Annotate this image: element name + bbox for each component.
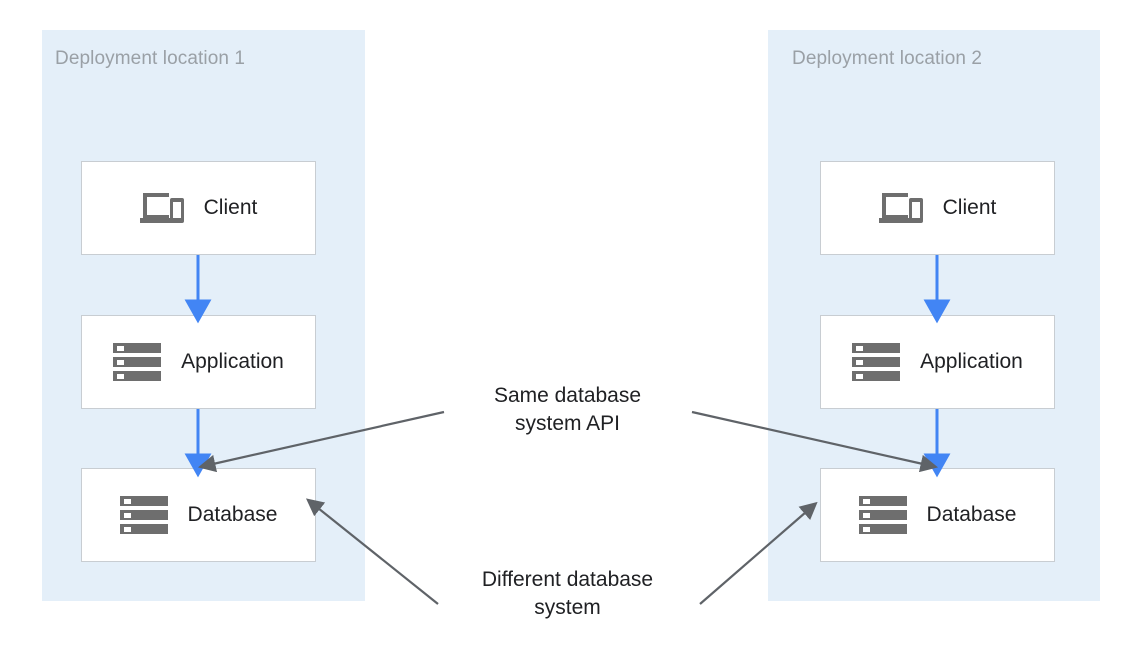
node-client-1[interactable]: Client bbox=[81, 161, 316, 255]
node-client-2[interactable]: Client bbox=[820, 161, 1055, 255]
annotation-same-database-system-api: Same database system API bbox=[493, 384, 642, 435]
node-client-1-label: Client bbox=[203, 196, 258, 219]
node-database-1-label: Database bbox=[187, 503, 278, 526]
node-application-2-label: Application bbox=[920, 350, 1023, 373]
annotation-different-database-system: Different database system bbox=[481, 568, 654, 619]
node-client-2-label: Client bbox=[942, 196, 997, 219]
devices-icon bbox=[139, 191, 184, 225]
deployment-location-2-label: Deployment location 2 bbox=[792, 48, 983, 69]
node-application-2[interactable]: Application bbox=[820, 315, 1055, 409]
server-icon bbox=[113, 342, 162, 382]
server-icon bbox=[858, 495, 907, 535]
node-database-2[interactable]: Database bbox=[820, 468, 1055, 562]
devices-icon bbox=[878, 191, 923, 225]
node-application-1[interactable]: Application bbox=[81, 315, 316, 409]
node-database-2-label: Database bbox=[926, 503, 1017, 526]
deployment-location-1-label: Deployment location 1 bbox=[55, 48, 246, 69]
server-icon bbox=[852, 342, 901, 382]
server-icon bbox=[119, 495, 168, 535]
node-application-1-label: Application bbox=[181, 350, 284, 373]
node-database-1[interactable]: Database bbox=[81, 468, 316, 562]
